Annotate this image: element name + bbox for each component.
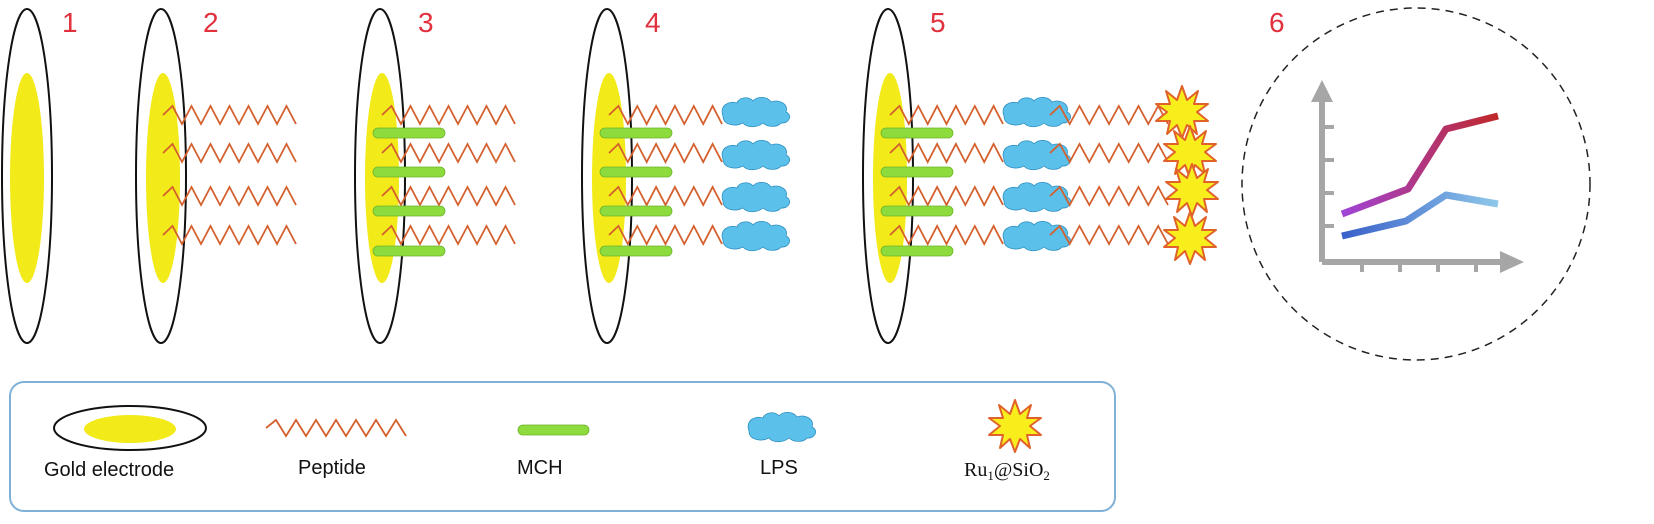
legend-label-gold-electrode: Gold electrode (44, 459, 174, 481)
peptide-chain (608, 104, 723, 126)
peptide-chain (162, 104, 297, 126)
step-4-peptides (608, 104, 723, 246)
mch-rod (880, 127, 954, 139)
readout-axes (1311, 80, 1524, 273)
mch-rod (880, 205, 954, 217)
mch-rod (372, 127, 446, 139)
step-number-6: 6 (1269, 7, 1285, 38)
lps-cloud (721, 139, 791, 171)
peptide-chain (889, 142, 1004, 164)
ru-subscript-1: 1 (987, 468, 994, 483)
ru-subscript-2: 2 (1043, 468, 1050, 483)
step-2-peptides (162, 104, 297, 246)
step-6-readout (1241, 7, 1591, 361)
mch-rod (372, 245, 446, 257)
peptide-chain (381, 104, 516, 126)
step-number-1: 1 (62, 7, 78, 38)
peptide-chain (889, 185, 1004, 207)
mch-rod (880, 245, 954, 257)
legend-label-ru-sio2: Ru1@SiO2 (964, 459, 1050, 483)
peptide-chain (162, 224, 297, 246)
step-4-lps (721, 96, 791, 252)
mch-rod (599, 245, 673, 257)
peptide-chain (381, 224, 516, 246)
legend-peptide-icon (265, 418, 407, 438)
peptide-chain (608, 224, 723, 246)
step-3-mch (372, 127, 446, 257)
step-number-5: 5 (930, 7, 946, 38)
peptide-chain (381, 185, 516, 207)
legend-label-peptide: Peptide (298, 457, 366, 479)
mch-rod (599, 166, 673, 178)
legend-label-mch: MCH (517, 457, 563, 479)
mch-rod (599, 205, 673, 217)
starburst (1165, 163, 1219, 217)
step-number-4: 4 (645, 7, 661, 38)
peptide-chain (1049, 104, 1169, 126)
step-5-peptides-outer (1049, 104, 1169, 246)
step-number-2: 2 (203, 7, 219, 38)
peptide-chain (1049, 142, 1169, 164)
mch-rod (372, 205, 446, 217)
lps-cloud (721, 181, 791, 213)
peptide-chain (608, 142, 723, 164)
legend-label-lps: LPS (760, 457, 798, 479)
peptide-chain (889, 104, 1004, 126)
peptide-chain (1049, 224, 1169, 246)
mch-rod (880, 166, 954, 178)
legend: Gold electrode Peptide MCH LPS Ru1@SiO2 (9, 381, 1116, 512)
step-4-mch (599, 127, 673, 257)
legend-mch-icon (517, 424, 590, 436)
readout-dashed-circle (1241, 7, 1591, 361)
peptide-chain (889, 224, 1004, 246)
peptide-chain (162, 185, 297, 207)
starburst (1163, 211, 1217, 265)
readout-upper-series (1340, 112, 1499, 218)
peptide-chain (162, 142, 297, 164)
mch-rod (599, 127, 673, 139)
starburst (1155, 85, 1209, 139)
step-2-electrode (135, 8, 187, 344)
legend-lps-icon (747, 411, 817, 443)
step-5-mch (880, 127, 954, 257)
ru-text: Ru (964, 459, 987, 481)
peptide-chain (381, 142, 516, 164)
peptide-chain (1049, 185, 1169, 207)
lps-cloud (1002, 96, 1072, 128)
legend-gold-electrode-icon (53, 405, 207, 451)
ru-at-sio: @SiO (994, 459, 1044, 481)
step-3-peptides (381, 104, 516, 246)
lps-cloud (721, 96, 791, 128)
step-number-3: 3 (418, 7, 434, 38)
legend-frame (9, 381, 1116, 512)
step-1-electrode (1, 8, 53, 344)
readout-lower-series (1341, 191, 1499, 240)
peptide-chain (608, 185, 723, 207)
mch-rod (372, 166, 446, 178)
step-5-peptides (889, 104, 1004, 246)
lps-cloud (721, 220, 791, 252)
peptide-chain (265, 418, 407, 438)
